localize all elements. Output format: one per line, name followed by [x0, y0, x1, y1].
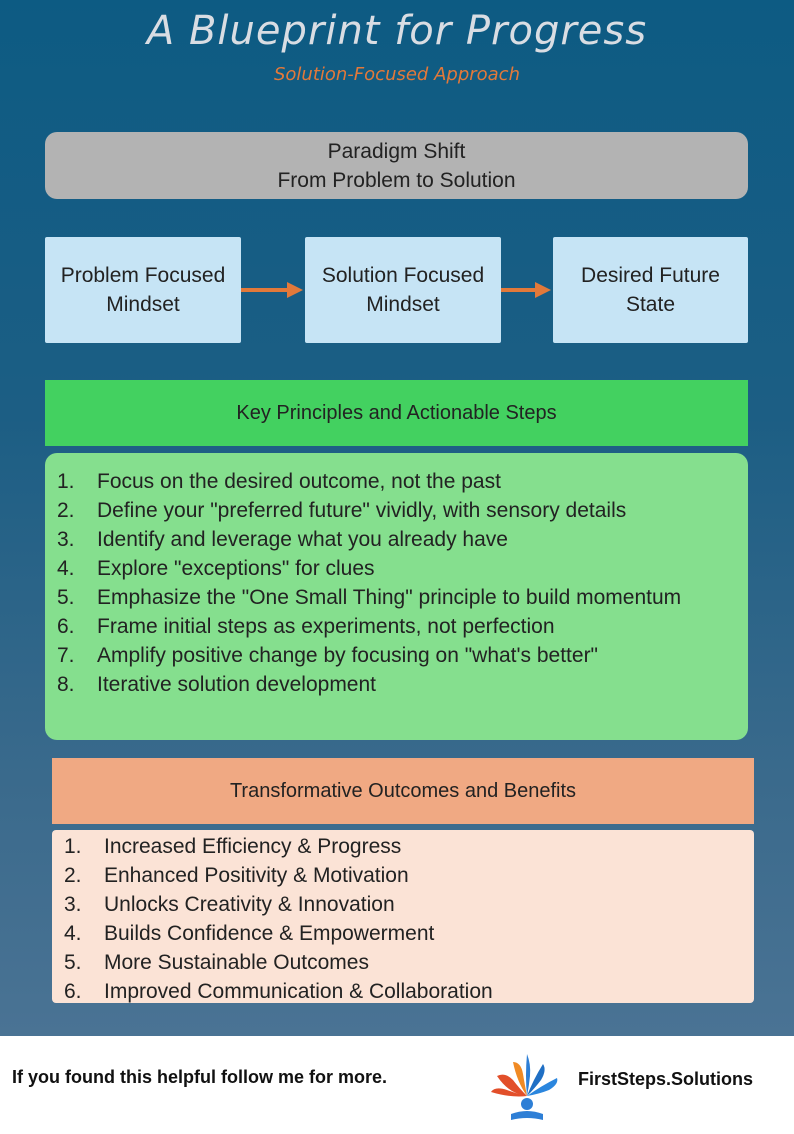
list-item-number: 6. [64, 980, 82, 1003]
list-item: 8. Iterative solution development [55, 670, 728, 699]
flow-arrow-icon [241, 282, 303, 298]
stage-label: Desired Future State [581, 264, 720, 316]
list-item: 6. Frame initial steps as experiments, no… [55, 612, 728, 641]
list-item: 7. Amplify positive change by focusing on… [55, 641, 728, 670]
list-item: 4. Explore "exceptions" for clues [55, 554, 728, 583]
list-item: 5. More Sustainable Outcomes [62, 948, 734, 977]
list-item-number: 4. [57, 557, 75, 580]
page-subtitle: Solution-Focused Approach [273, 64, 520, 85]
list-item: 2. Define your "preferred future" vividly… [55, 496, 728, 525]
paradigm-line-1: Paradigm Shift [327, 139, 466, 163]
list-item: 6. Improved Communication & Collaboration [62, 977, 734, 1006]
stage-label: Solution Focused Mindset [321, 264, 485, 316]
list-item: 5. Emphasize the "One Small Thing" princi… [55, 583, 728, 612]
list-item-text: Identify and leverage what you already h… [97, 528, 508, 551]
brand-name: FirstSteps.Solutions [578, 1069, 754, 1089]
follow-cta: If you found this helpful follow me for … [12, 1067, 387, 1087]
list-item-text: Focus on the desired outcome, not the pa… [97, 470, 501, 493]
stage-desired-future: Desired Future State [553, 237, 748, 343]
stage-label: Problem Focused Mindset [60, 264, 226, 316]
list-item: 3. Unlocks Creativity & Innovation [62, 890, 734, 919]
list-item: 4. Builds Confidence & Empowerment [62, 919, 734, 948]
list-item-text: Explore "exceptions" for clues [97, 557, 375, 580]
list-item-text: Enhanced Positivity & Motivation [104, 864, 409, 887]
list-item-number: 5. [64, 951, 82, 974]
stage-solution-focused: Solution Focused Mindset [305, 237, 501, 343]
paradigm-line-2: From Problem to Solution [277, 168, 516, 192]
page-title: A Blueprint for Progress [146, 8, 648, 54]
list-item-text: Increased Efficiency & Progress [104, 835, 402, 858]
list-item-number: 7. [57, 644, 75, 667]
list-item-text: More Sustainable Outcomes [104, 951, 369, 974]
list-item-text: Unlocks Creativity & Innovation [104, 893, 395, 916]
list-item-text: Builds Confidence & Empowerment [104, 922, 435, 945]
flow-arrow-icon [501, 282, 551, 298]
outcomes-list: 1. Increased Efficiency & Progress 2. Enhan… [52, 830, 754, 1003]
list-item-number: 3. [57, 528, 75, 551]
principles-heading: Key Principles and Actionable Steps [45, 380, 748, 446]
outcomes-heading: Transformative Outcomes and Benefits [52, 758, 754, 824]
list-item-number: 6. [57, 615, 75, 638]
list-item-text: Amplify positive change by focusing on "… [97, 644, 599, 667]
list-item-text: Define your "preferred future" vividly, … [97, 499, 627, 522]
list-item: 2. Enhanced Positivity & Motivation [62, 861, 734, 890]
list-item: 1. Increased Efficiency & Progress [62, 832, 734, 861]
list-item-number: 2. [64, 864, 82, 887]
list-item: 1. Focus on the desired outcome, not the … [55, 467, 728, 496]
paradigm-shift-box: Paradigm Shift From Problem to Solution [45, 132, 748, 199]
firststeps-logo-icon [491, 1054, 558, 1120]
list-item-number: 2. [57, 499, 75, 522]
list-item-number: 5. [57, 586, 75, 609]
stage-problem-focused: Problem Focused Mindset [45, 237, 241, 343]
list-item-number: 3. [64, 893, 82, 916]
list-item-number: 4. [64, 922, 82, 945]
principles-list: 1. Focus on the desired outcome, not the … [45, 453, 748, 740]
list-item-number: 1. [57, 470, 75, 493]
list-item-text: Improved Communication & Collaboration [104, 980, 493, 1003]
list-item-number: 8. [57, 673, 75, 696]
list-item-text: Emphasize the "One Small Thing" principl… [97, 586, 682, 609]
list-item-text: Frame initial steps as experiments, not … [97, 615, 555, 638]
list-item: 3. Identify and leverage what you already… [55, 525, 728, 554]
list-item-number: 1. [64, 835, 82, 858]
list-item-text: Iterative solution development [97, 673, 376, 696]
